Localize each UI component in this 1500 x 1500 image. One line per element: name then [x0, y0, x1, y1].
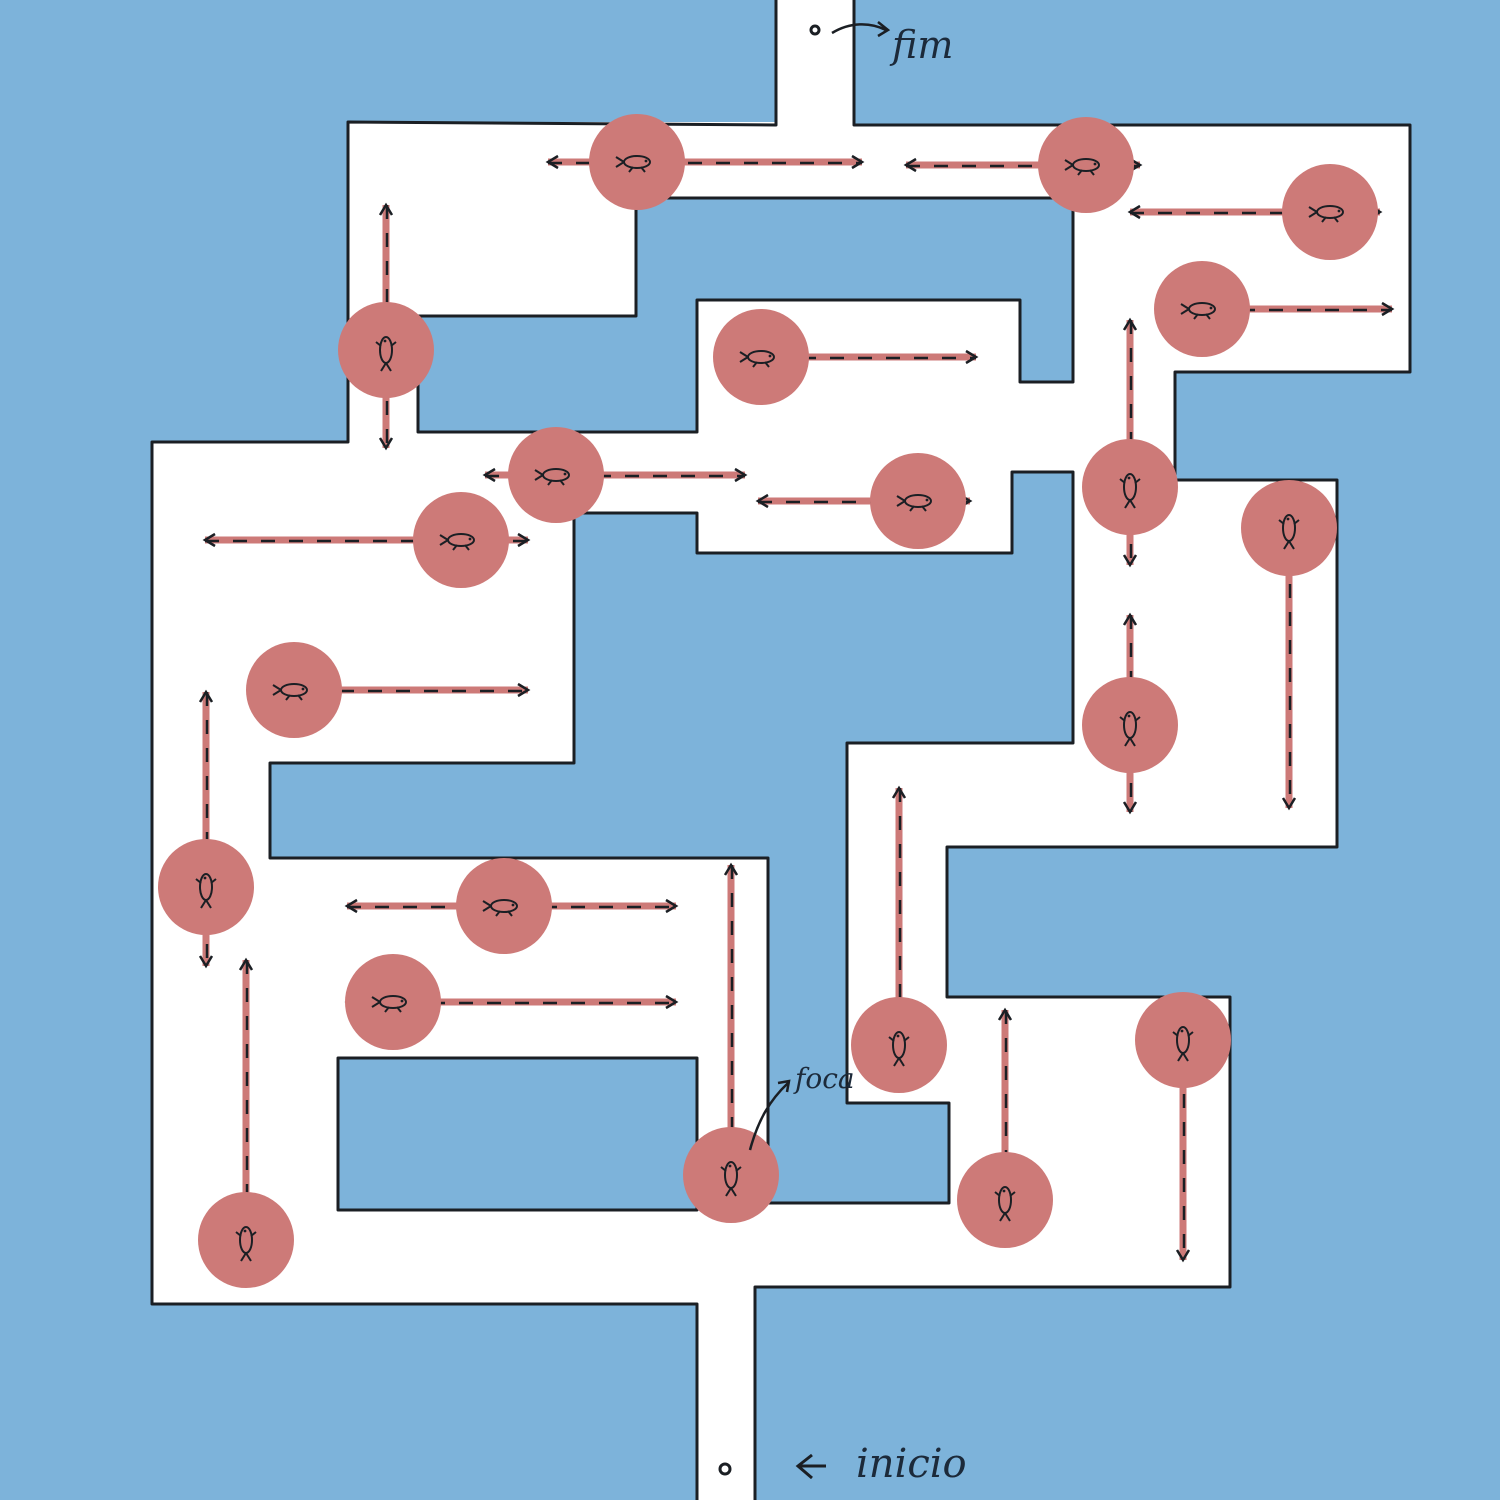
- seal-danger-zone: [1082, 677, 1178, 773]
- seal-danger-zone: [1282, 164, 1378, 260]
- seal-zone: [903, 117, 1143, 213]
- seal-pointer-arrow-icon: [748, 1079, 791, 1151]
- seal-zone: [1127, 164, 1383, 260]
- seal-zone: [1241, 480, 1337, 811]
- end-label: fim: [889, 23, 953, 67]
- patrol-arrow-icon: [482, 467, 748, 483]
- seal-danger-zone: [683, 1127, 779, 1223]
- start-marker: inicio: [718, 1441, 967, 1487]
- patrol-arrow-icon: [1122, 612, 1138, 815]
- patrol-arrow-icon: [378, 202, 394, 451]
- seal-layer: [158, 114, 1395, 1288]
- seal-zone: [1135, 992, 1231, 1263]
- seal-danger-zone: [870, 453, 966, 549]
- start-label: inicio: [856, 1441, 967, 1487]
- seal-zone: [1154, 261, 1395, 357]
- seal-danger-zone: [851, 997, 947, 1093]
- seal-zone: [344, 954, 679, 1050]
- start-dot-icon: [718, 1462, 732, 1476]
- seal-danger-zone: [413, 492, 509, 588]
- seal-zone: [755, 453, 973, 549]
- seal-danger-zone: [158, 839, 254, 935]
- end-arrow-icon: [831, 21, 891, 38]
- seal-zone: [1082, 317, 1178, 568]
- seal-danger-zone: [456, 858, 552, 954]
- maze-path-area: [152, 0, 1410, 1500]
- seal-danger-zone: [338, 302, 434, 398]
- seal-zone: [1082, 612, 1178, 815]
- patrol-arrow-icon: [344, 898, 679, 914]
- seal-danger-zone: [198, 1192, 294, 1288]
- seal-zone: [246, 642, 531, 738]
- patrol-arrow-icon: [202, 532, 531, 548]
- seal-zone: [344, 858, 679, 954]
- seal-zone: [198, 957, 294, 1288]
- seal-zone: [545, 114, 865, 210]
- maze-walls: [150, 0, 1412, 1500]
- end-dot-icon: [809, 24, 821, 36]
- seal-danger-zone: [957, 1152, 1053, 1248]
- seal-zone: [202, 492, 531, 588]
- patrol-arrow-icon: [1122, 317, 1138, 568]
- seal-zone: [683, 862, 779, 1223]
- seal-danger-zone: [1241, 480, 1337, 576]
- seal-danger-zone: [246, 642, 342, 738]
- seal-zone: [957, 1007, 1053, 1248]
- seal-zone: [851, 785, 947, 1093]
- seal-danger-zone: [713, 309, 809, 405]
- seal-danger-zone: [1038, 117, 1134, 213]
- end-marker: fim: [809, 21, 953, 67]
- seal-pointer: foca: [748, 1062, 855, 1151]
- seal-danger-zone: [1135, 992, 1231, 1088]
- seal-pointer-label: foca: [793, 1062, 855, 1095]
- seal-danger-zone: [1082, 439, 1178, 535]
- patrol-arrow-icon: [198, 689, 214, 969]
- seal-zone: [713, 309, 979, 405]
- start-arrow-icon: [795, 1453, 826, 1480]
- seal-zone: [482, 427, 748, 523]
- seal-zone: [338, 202, 434, 451]
- seal-danger-zone: [508, 427, 604, 523]
- seal-danger-zone: [589, 114, 685, 210]
- seal-danger-zone: [345, 954, 441, 1050]
- seal-danger-zone: [1154, 261, 1250, 357]
- seal-zone: [158, 689, 254, 969]
- patrol-arrow-icon: [545, 154, 865, 170]
